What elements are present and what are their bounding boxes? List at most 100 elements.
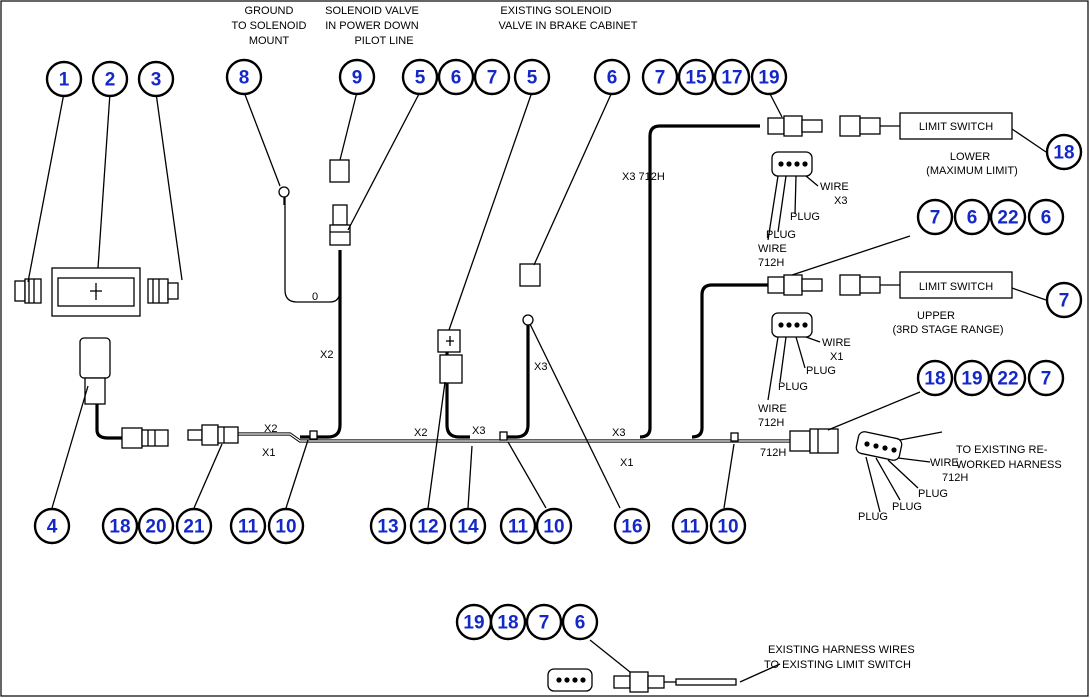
balloon-10: [535, 507, 573, 545]
label-wire-x3-mid: X3: [472, 425, 485, 437]
balloon-4: [33, 507, 71, 545]
leader-lines: [27, 91, 1047, 683]
plug-4pin-lower: [771, 151, 813, 177]
balloon-number-22: 22: [997, 208, 1018, 229]
balloon-5: [513, 58, 551, 96]
balloon-number-10: 10: [717, 517, 738, 538]
svg-text:SOLENOID VALVE: SOLENOID VALVE: [325, 5, 419, 17]
balloon-number-19: 19: [961, 369, 982, 390]
connector-solenoid: [329, 204, 351, 246]
balloon-7: [525, 603, 563, 641]
balloon-18: [1045, 133, 1083, 171]
label-existing-harness-l1: EXISTING HARNESS WIRES: [768, 644, 915, 656]
label-to-existing-l2: WORKED HARNESS: [956, 459, 1062, 471]
plug-4pin-upper: [771, 312, 813, 338]
splice-3: [730, 432, 739, 442]
label-plug-a1: PLUG: [790, 211, 820, 223]
label-wire-x3-712h: X3 712H: [622, 171, 665, 183]
balloon-number-6: 6: [967, 208, 978, 229]
connector-5-left: [187, 424, 239, 446]
balloon-10: [709, 507, 747, 545]
label-existing-solenoid-l1: EXISTING SOLENOID: [500, 5, 611, 17]
balloon-8: [225, 58, 263, 96]
balloon-6: [1027, 198, 1065, 236]
balloon-17: [713, 58, 751, 96]
balloon-1: [45, 60, 83, 98]
label-wire-x2-mid: X2: [414, 427, 427, 439]
solenoid-valve-9: [329, 159, 350, 183]
main-harness: [238, 124, 800, 443]
balloon-number-7: 7: [655, 68, 666, 89]
ground-terminal-16: [522, 314, 534, 326]
balloon-number-11: 11: [238, 517, 259, 538]
balloon-number-6: 6: [1041, 208, 1052, 229]
label-solenoid-l3: PILOT LINE: [354, 35, 413, 47]
balloon-7: [1045, 281, 1083, 319]
balloon-number-4: 4: [47, 517, 58, 538]
label-to-existing-l1: TO EXISTING RE-: [956, 444, 1048, 456]
label-limit-switch-lower: LIMIT SWITCH: [919, 121, 993, 133]
balloon-16: [613, 507, 651, 545]
balloon-11: [671, 507, 709, 545]
label-wire-712h-a: WIRE: [758, 243, 787, 255]
balloon-21: [175, 507, 213, 545]
lower-limit-connector: [767, 112, 1013, 140]
label-712h-a: 712H: [758, 257, 784, 269]
balloon-5: [401, 58, 439, 96]
balloon-18: [916, 359, 954, 397]
label-x3-a: X3: [834, 195, 847, 207]
label-limit-switch-upper: LIMIT SWITCH: [919, 281, 993, 293]
balloon-number-14: 14: [457, 517, 479, 538]
balloon-6: [437, 58, 475, 96]
balloon-number-20: 20: [145, 517, 166, 538]
label-upper-l1: UPPER: [917, 310, 955, 322]
balloon-19: [953, 359, 991, 397]
balloon-7: [1027, 359, 1065, 397]
balloon-number-17: 17: [721, 68, 742, 89]
label-lower-l1: LOWER: [950, 151, 990, 163]
balloon-number-6: 6: [575, 613, 586, 634]
svg-text:VALVE IN BRAKE CABINET: VALVE IN BRAKE CABINET: [499, 20, 638, 32]
solenoid-17: [519, 263, 541, 287]
balloon-7: [916, 198, 954, 236]
balloon-number-5: 5: [415, 68, 426, 89]
label-solenoid-l1: SOLENOID VALVE: [325, 5, 419, 17]
ground-lug-8: [278, 186, 290, 205]
label-wire-x3-vert: X3: [534, 361, 547, 373]
label-existing-solenoid-l2: VALVE IN BRAKE CABINET: [499, 20, 638, 32]
balloon-6: [561, 603, 599, 641]
balloon-22: [989, 359, 1027, 397]
balloon-number-16: 16: [621, 517, 642, 538]
label-ground-l1: GROUND: [245, 5, 294, 17]
balloon-number-9: 9: [352, 68, 363, 89]
text-labels: GROUND TO SOLENOID MOUNT SOLENOID VALVE …: [232, 5, 1062, 671]
balloon-9: [338, 58, 376, 96]
label-712h-b: 712H: [758, 417, 784, 429]
balloon-number-3: 3: [151, 70, 162, 91]
label-wire-x1-left: X1: [262, 447, 275, 459]
balloon-number-5: 5: [527, 68, 538, 89]
plug-4pin-reworked: [855, 431, 903, 461]
balloon-number-12: 12: [417, 517, 438, 538]
label-existing-harness-l2: TO EXISTING LIMIT SWITCH: [764, 659, 911, 671]
label-ground-l2: TO SOLENOID: [232, 20, 307, 32]
balloon-22: [989, 198, 1027, 236]
balloon-number-19: 19: [463, 613, 484, 634]
label-plug-b1: PLUG: [806, 365, 836, 377]
svg-text:GROUND: GROUND: [245, 5, 294, 17]
label-wire-x2-top: X2: [264, 423, 277, 435]
diode-15: [437, 329, 463, 384]
balloon-number-7: 7: [539, 613, 550, 634]
balloon-number-18: 18: [497, 613, 518, 634]
label-plug-b2: PLUG: [778, 381, 808, 393]
balloon-number-22: 22: [997, 369, 1018, 390]
label-x1-b: X1: [830, 351, 843, 363]
balloon-number-7: 7: [487, 68, 498, 89]
balloon-13: [369, 507, 407, 545]
balloon-number-18: 18: [924, 369, 945, 390]
label-plug-a2: PLUG: [766, 229, 796, 241]
